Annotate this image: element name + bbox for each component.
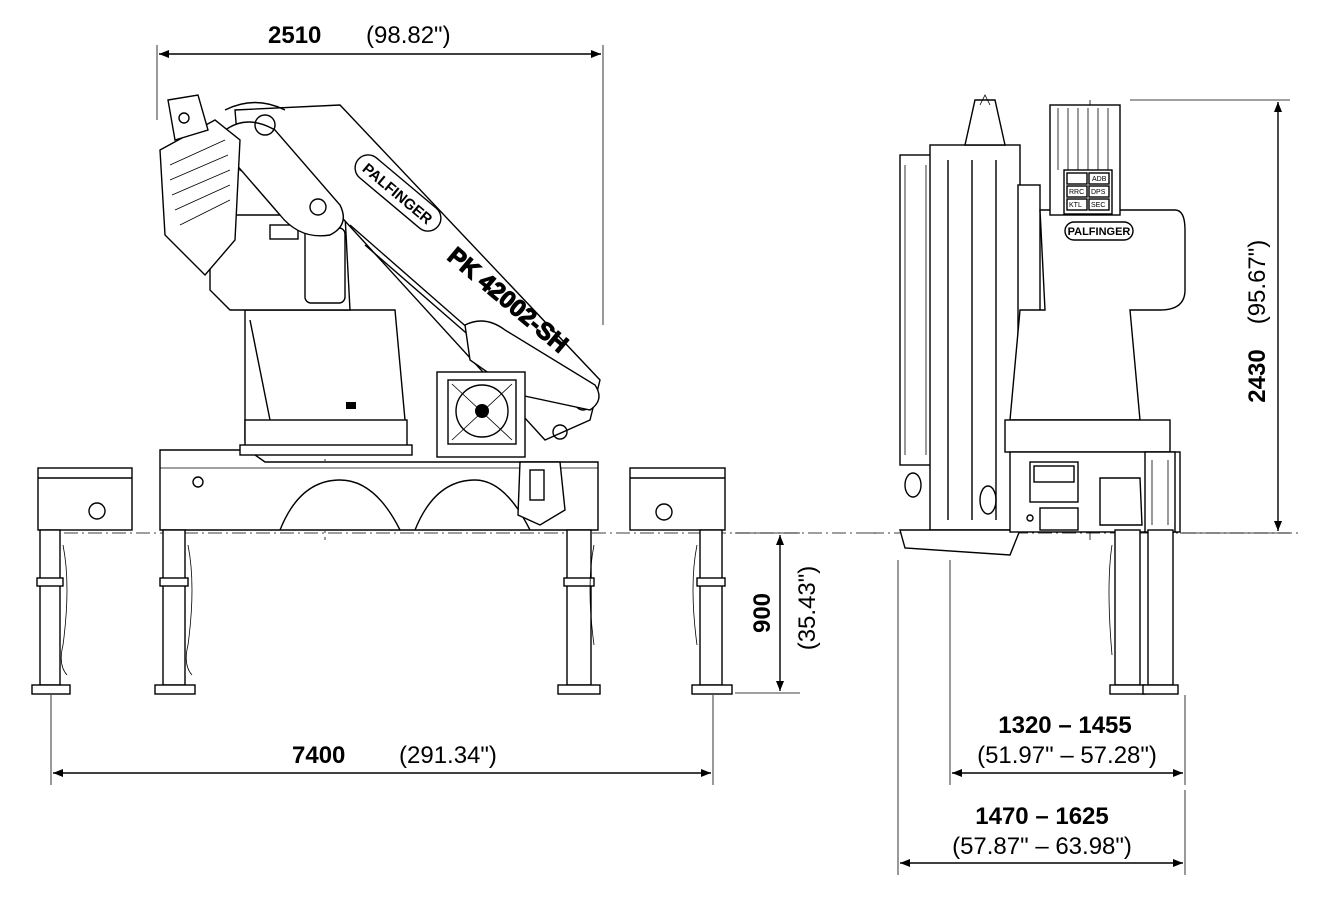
dimension-top-width-imperial: (98.82") xyxy=(366,22,451,49)
crane-column xyxy=(209,214,413,456)
panel-button-rrc: RRC xyxy=(1069,189,1084,196)
control-valve-side xyxy=(517,461,566,526)
sub-frame-beam xyxy=(37,449,726,531)
dimension-total-height-imperial: (95.67") xyxy=(1244,240,1271,325)
dimension-leg-height-metric: 900 xyxy=(749,593,776,633)
base-control-end xyxy=(1009,451,1181,533)
dimension-total-width: 7400 (291.34") xyxy=(50,695,714,785)
cooler-fan-unit xyxy=(436,371,526,458)
dimension-inner-spread-metric: 1320 – 1455 xyxy=(998,712,1131,739)
dimension-total-width-metric: 7400 xyxy=(292,742,345,769)
panel-button-adb: ADB xyxy=(1092,176,1107,183)
dimension-inner-spread-imperial: (51.97" – 57.28") xyxy=(977,742,1157,769)
end-view: ADB RRC DPS KTL SEC PALFINGER xyxy=(870,94,1300,875)
boom-head xyxy=(159,94,286,277)
dimension-outer-spread: 1470 – 1625 (57.87" – 63.98") xyxy=(897,560,1186,875)
dimension-inner-spread: 1320 – 1455 (51.97" – 57.28") xyxy=(949,560,1186,785)
dimension-outer-spread-imperial: (57.87" – 63.98") xyxy=(952,833,1132,860)
outrigger-legs-end xyxy=(1108,529,1179,695)
boom-stack-end xyxy=(899,94,1041,556)
brand-label-end: PALFINGER xyxy=(1068,226,1131,238)
dimension-total-height: 2430 (95.67") xyxy=(1130,99,1290,534)
dimension-total-width-imperial: (291.34") xyxy=(399,742,497,769)
side-view: 2510 (98.82") xyxy=(31,22,880,785)
column-body-end: ADB RRC DPS KTL SEC PALFINGER xyxy=(1004,104,1186,453)
dimension-outer-spread-metric: 1470 – 1625 xyxy=(975,803,1108,830)
dimension-leg-height-imperial: (35.43") xyxy=(794,566,821,651)
panel-button-dps: DPS xyxy=(1091,189,1106,196)
panel-button-sec: SEC xyxy=(1091,202,1105,209)
dimension-leg-height: 900 (35.43") xyxy=(735,532,821,694)
panel-button-ktl: KTL xyxy=(1069,202,1082,209)
outrigger-legs-side xyxy=(31,529,733,695)
dimension-total-height-metric: 2430 xyxy=(1244,349,1271,402)
dimension-top-width-metric: 2510 xyxy=(268,22,321,49)
dimension-top-width: 2510 (98.82") xyxy=(156,22,604,325)
